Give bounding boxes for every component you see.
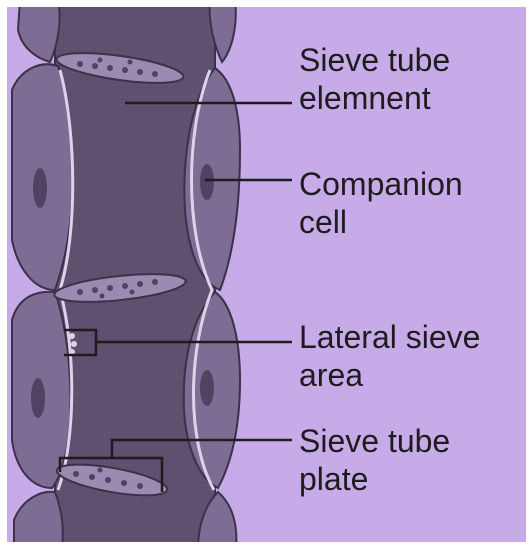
nucleus-left-lower <box>31 378 45 418</box>
companion-cell-top-left <box>18 0 60 62</box>
label-sieve-tube-element-line1: Sieve tube <box>299 41 450 79</box>
label-lateral-sieve-area-line1: Lateral sieve <box>299 318 480 356</box>
label-lateral-sieve-area-line2: area <box>299 356 480 394</box>
label-companion-cell: Companion cell <box>299 165 463 241</box>
nucleus-right-lower <box>200 370 214 406</box>
label-sieve-tube-element-line2: elemnent <box>299 79 450 117</box>
label-companion-cell-line2: cell <box>299 203 463 241</box>
nucleus-right-upper <box>200 164 214 200</box>
label-sieve-tube-plate: Sieve tube plate <box>299 422 450 498</box>
label-sieve-tube-plate-line1: Sieve tube <box>299 422 450 460</box>
label-lateral-sieve-area: Lateral sieve area <box>299 318 480 394</box>
label-sieve-tube-element: Sieve tube elemnent <box>299 41 450 117</box>
label-sieve-tube-plate-line2: plate <box>299 460 450 498</box>
nucleus-left-upper <box>33 168 47 208</box>
companion-cell-left-bottom <box>14 492 63 548</box>
label-companion-cell-line1: Companion <box>299 165 463 203</box>
